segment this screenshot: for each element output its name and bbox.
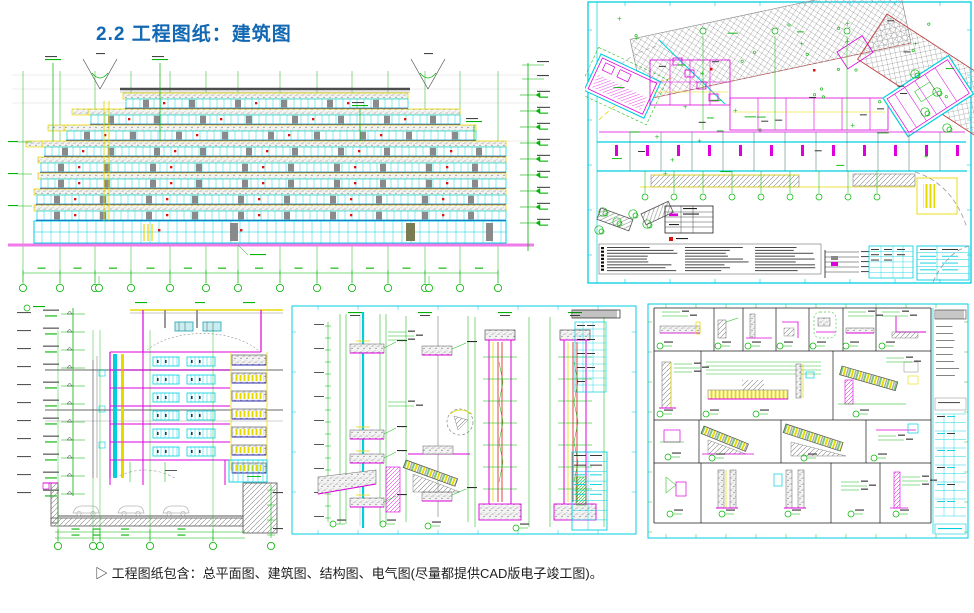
site-plan-drawing [585,0,974,284]
caption-text: ▷ 工程图纸包含：总平面图、建筑图、结构图、电气图(尽量都提供CAD版电子竣工图… [95,566,603,581]
page-title: 2.2 工程图纸：建筑图 [96,24,292,45]
detail-sheet-drawing [647,303,969,539]
wall-detail-drawing [291,305,637,535]
section-drawing [17,302,283,550]
elevation-drawing [8,53,550,292]
